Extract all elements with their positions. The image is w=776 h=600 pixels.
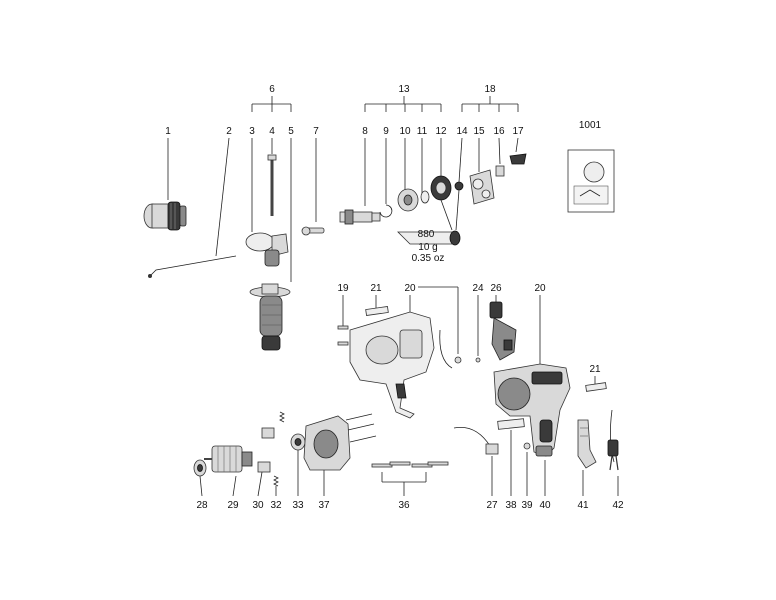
callout-17: 17 bbox=[512, 126, 524, 137]
part-24-nut bbox=[454, 356, 462, 364]
part-1-drill-chuck bbox=[143, 201, 187, 231]
part-38-label bbox=[497, 418, 525, 430]
part-36-screws bbox=[371, 461, 449, 468]
part-19-screws bbox=[337, 325, 349, 346]
part-7-screw bbox=[301, 226, 325, 236]
callout-36: 36 bbox=[398, 500, 410, 511]
part-26-switch bbox=[489, 301, 517, 361]
callout-30: 30 bbox=[252, 500, 264, 511]
callout-3: 3 bbox=[249, 126, 255, 137]
part-3-handle-clamp bbox=[245, 232, 289, 267]
callout-42: 42 bbox=[612, 500, 624, 511]
callout-5: 5 bbox=[288, 126, 294, 137]
grease-weight-oz: 0.35 oz bbox=[412, 253, 445, 264]
part-21-label-b bbox=[585, 382, 607, 392]
callout-12: 12 bbox=[435, 126, 447, 137]
callout-41: 41 bbox=[577, 500, 589, 511]
callout-27: 27 bbox=[486, 500, 498, 511]
part-4-handle-bolt bbox=[267, 154, 277, 216]
part-24-screw bbox=[475, 357, 481, 363]
part-16-lever bbox=[495, 165, 505, 177]
bracket-13 bbox=[364, 96, 442, 112]
leaders-bottom bbox=[199, 430, 619, 497]
callout-1: 1 bbox=[165, 126, 171, 137]
callout-11: 11 bbox=[417, 126, 428, 137]
callout-10: 10 bbox=[399, 126, 411, 137]
part-2-depth-stop-rod bbox=[148, 255, 237, 278]
part-27-cable bbox=[453, 427, 499, 455]
part-33-bearing bbox=[290, 433, 306, 451]
part-37-stator bbox=[303, 413, 377, 471]
part-17-switch bbox=[509, 153, 527, 165]
callout-38: 38 bbox=[505, 500, 517, 511]
part-15-gear-plate bbox=[469, 169, 495, 205]
callout-15: 15 bbox=[473, 126, 485, 137]
callout-13: 13 bbox=[398, 84, 410, 95]
callout-29: 29 bbox=[227, 500, 239, 511]
part-21-label-a bbox=[365, 306, 389, 316]
callout-14: 14 bbox=[456, 126, 468, 137]
part-10-bearing bbox=[397, 188, 419, 212]
callout-6: 6 bbox=[269, 84, 275, 95]
grease-tube bbox=[397, 189, 461, 246]
callout-4: 4 bbox=[269, 126, 275, 137]
callout-20b: 20 bbox=[534, 283, 546, 294]
callout-24: 24 bbox=[472, 283, 484, 294]
callout-39: 39 bbox=[521, 500, 533, 511]
callout-26: 26 bbox=[490, 283, 502, 294]
callout-2: 2 bbox=[226, 126, 232, 137]
callout-40: 40 bbox=[539, 500, 551, 511]
part-12-gear bbox=[430, 175, 452, 201]
part-14-pinion bbox=[454, 181, 464, 191]
part-20-housing-left bbox=[349, 311, 435, 419]
part-39-screw bbox=[523, 442, 531, 450]
callout-33: 33 bbox=[292, 500, 304, 511]
part-29-armature bbox=[204, 445, 253, 473]
part-40-clamp bbox=[535, 445, 553, 457]
part-11-washer bbox=[420, 190, 430, 204]
cable-loop bbox=[439, 329, 453, 369]
part-30-brush-holders bbox=[257, 427, 275, 473]
part-1001-label bbox=[567, 149, 615, 213]
leaders-top bbox=[167, 137, 519, 282]
callout-19: 19 bbox=[337, 283, 349, 294]
callout-18: 18 bbox=[484, 84, 496, 95]
part-32-brush-springs bbox=[273, 411, 285, 487]
callout-21b: 21 bbox=[589, 364, 601, 375]
callout-21a: 21 bbox=[370, 283, 382, 294]
callout-9: 9 bbox=[383, 126, 389, 137]
part-20-housing-right bbox=[493, 363, 571, 457]
callout-20a: 20 bbox=[404, 283, 416, 294]
grease-weight-g: 10 g bbox=[418, 242, 437, 253]
part-41-cable-guard bbox=[577, 419, 597, 469]
bracket-18 bbox=[461, 96, 519, 112]
callout-8: 8 bbox=[362, 126, 368, 137]
callout-7: 7 bbox=[313, 126, 319, 137]
callout-37: 37 bbox=[318, 500, 330, 511]
part-9-circlip bbox=[379, 204, 393, 218]
part-28-nut bbox=[193, 459, 207, 477]
part-8-spindle bbox=[339, 209, 381, 225]
grease-code: 880 bbox=[418, 229, 435, 240]
callout-28: 28 bbox=[196, 500, 208, 511]
callout-1001: 1001 bbox=[579, 120, 602, 131]
bracket-6 bbox=[251, 96, 292, 112]
callout-32: 32 bbox=[270, 500, 282, 511]
part-5-side-handle bbox=[249, 283, 291, 351]
part-42-power-cable bbox=[607, 409, 619, 471]
callout-16: 16 bbox=[493, 126, 505, 137]
leaders-middle bbox=[342, 286, 596, 384]
